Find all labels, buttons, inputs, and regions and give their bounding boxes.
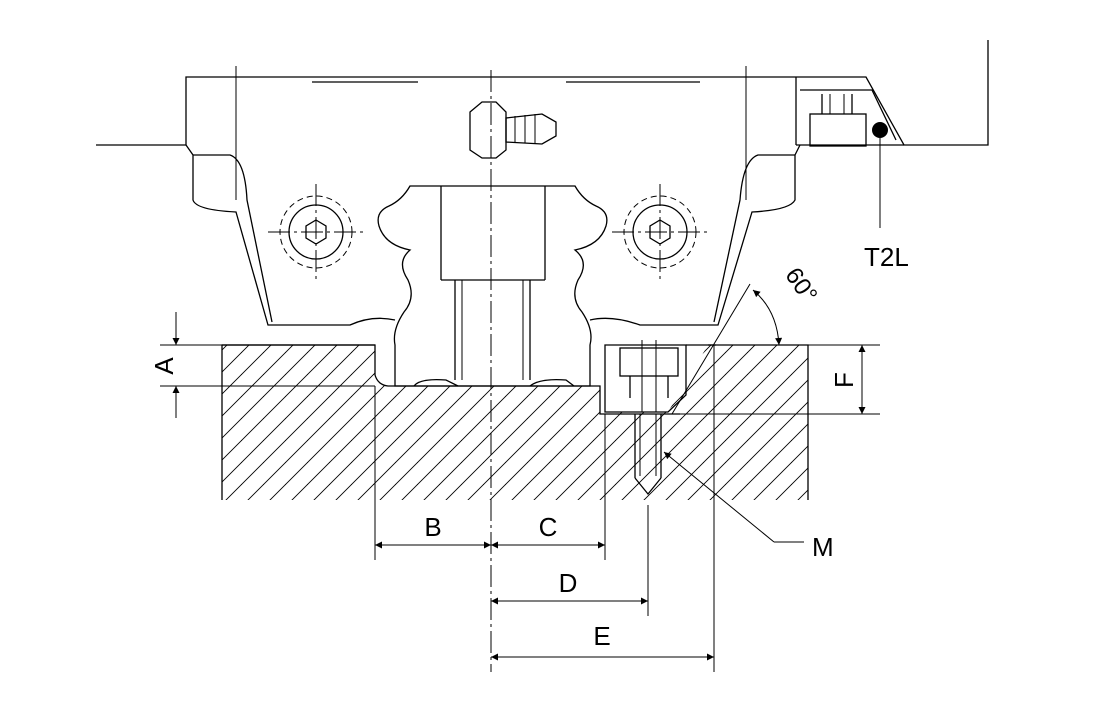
- grease-nipple: [469, 101, 557, 159]
- carriage-left-flank: [185, 144, 396, 326]
- t2l-seal-screw: [809, 94, 888, 228]
- callout-m: M: [663, 451, 834, 562]
- base-outline: [221, 344, 680, 500]
- dimension-label-d: D: [559, 568, 578, 598]
- carriage-outline: [96, 40, 989, 146]
- callout-label-m: M: [812, 532, 834, 562]
- carriage-right-flank: [589, 144, 801, 326]
- rail-foot-right: [529, 378, 575, 387]
- rail: [377, 185, 608, 387]
- dimension-label-a: A: [149, 357, 179, 375]
- dimension-e: E: [491, 345, 715, 672]
- dimension-label-c: C: [539, 512, 558, 542]
- callout-label-t2l: T2L: [864, 242, 909, 272]
- t2l-dot-marker: [872, 122, 888, 138]
- angle-label: 60°: [779, 263, 822, 308]
- rail-foot-left: [413, 378, 459, 387]
- dimension-a: A: [149, 312, 375, 418]
- base-section: [221, 344, 809, 500]
- dimension-d: D: [491, 505, 649, 616]
- dimension-f: F: [680, 344, 880, 415]
- rail-outline: [377, 185, 608, 387]
- dimension-label-b: B: [424, 512, 441, 542]
- dimension-b-c: B C: [374, 386, 606, 560]
- base-hatched-body: [222, 345, 808, 500]
- carriage-block: [96, 40, 989, 326]
- dimension-label-f: F: [829, 372, 859, 388]
- dimension-label-e: E: [593, 621, 610, 651]
- right-screw-symbol: [612, 184, 708, 280]
- clamp-wedge: [604, 340, 716, 496]
- carriage-left-inner: [193, 154, 273, 323]
- left-screw-symbol: [268, 184, 364, 280]
- seal-box-inner: [800, 89, 897, 141]
